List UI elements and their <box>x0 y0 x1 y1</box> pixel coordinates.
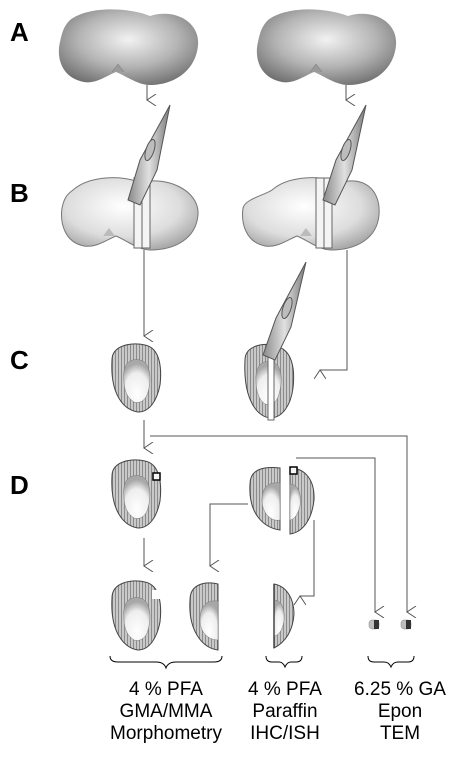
slice-d-left <box>112 460 161 528</box>
brace-paraffin <box>266 656 302 667</box>
tem-cube-2 <box>401 620 411 629</box>
arrow-to-paraffin <box>300 520 314 596</box>
caption-morphometry: 4 % PFA GMA/MMA Morphometry <box>81 679 251 745</box>
slice-d-right-b <box>290 467 314 534</box>
tem-cube-1 <box>369 620 379 629</box>
arrow-b-to-c-right <box>320 250 347 370</box>
slice-gma-half <box>190 583 218 650</box>
scalpel-c <box>263 262 306 360</box>
fixative-label: 4 % PFA <box>81 679 251 701</box>
slice-paraffin <box>274 584 294 648</box>
sample-square-left <box>153 473 160 480</box>
embedding-label: Epon <box>340 701 460 723</box>
analysis-label: Morphometry <box>81 723 251 745</box>
embedding-label: Paraffin <box>233 701 337 723</box>
sample-square-right <box>290 467 297 474</box>
kidney-cut-right <box>243 178 380 250</box>
brace-tem <box>368 656 414 667</box>
brace-gma <box>110 656 222 668</box>
step-label-d: D <box>10 470 29 501</box>
fixative-label: 6.25 % GA <box>340 679 460 701</box>
caption-ihc: 4 % PFA Paraffin IHC/ISH <box>233 679 337 745</box>
kidney-whole-left <box>59 9 198 85</box>
kidney-cut-left <box>62 178 199 250</box>
step-label-c: C <box>10 345 29 376</box>
fixative-label: 4 % PFA <box>233 679 337 701</box>
step-label-a: A <box>10 17 29 48</box>
slice-c-left <box>112 344 161 412</box>
caption-tem: 6.25 % GA Epon TEM <box>340 679 460 745</box>
analysis-label: IHC/ISH <box>233 723 337 745</box>
embedding-label: GMA/MMA <box>81 701 251 723</box>
slice-d-right-a <box>250 468 280 530</box>
step-label-b: B <box>10 178 29 209</box>
slice-gma-whole <box>112 581 161 650</box>
analysis-label: TEM <box>340 723 460 745</box>
kidney-whole-right <box>257 9 396 85</box>
arrow-to-half-slice <box>210 504 248 566</box>
